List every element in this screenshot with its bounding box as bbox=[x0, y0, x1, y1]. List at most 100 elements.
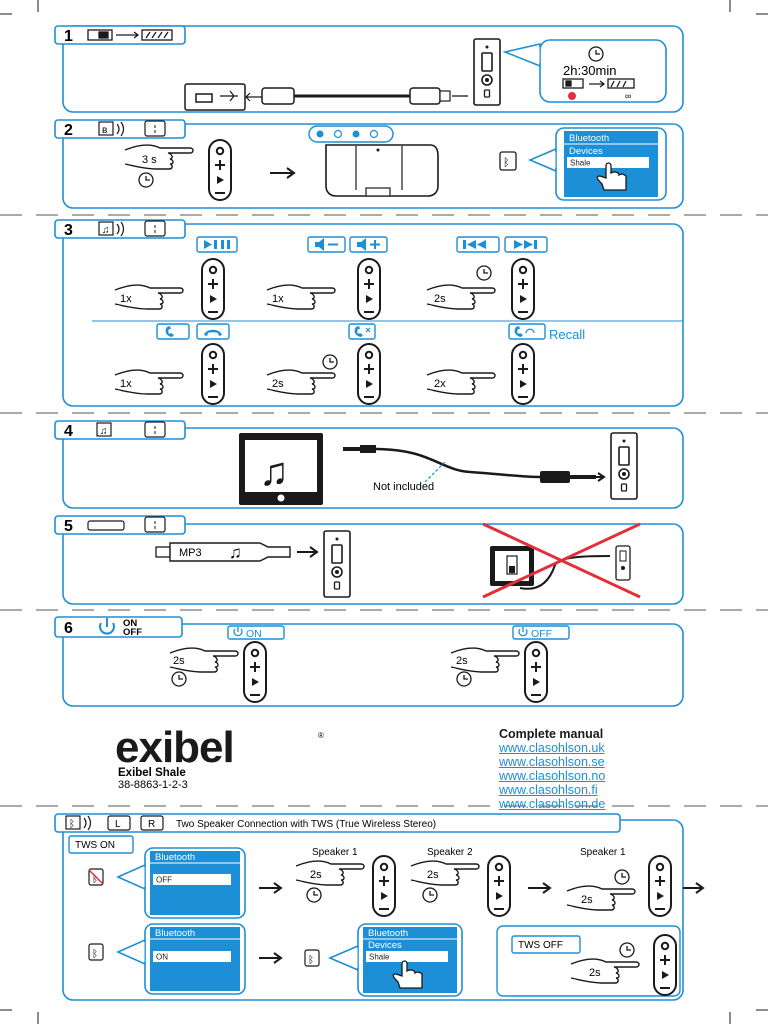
bluetooth-mode-icon: ʙ bbox=[98, 120, 166, 137]
bluetooth-mode-icon: ᛒ bbox=[65, 815, 92, 831]
bluetooth-on-panel: Bluetooth ON bbox=[150, 927, 240, 991]
svg-text:ON: ON bbox=[156, 953, 168, 962]
svg-text:ᛒ: ᛒ bbox=[92, 874, 98, 885]
reject-call-badge bbox=[348, 323, 376, 340]
svg-text:ᛒ: ᛒ bbox=[69, 819, 75, 830]
press-count: 1x bbox=[272, 293, 284, 305]
speaker-1-label: Speaker 1 bbox=[580, 847, 626, 858]
svg-text:♫: ♫ bbox=[102, 225, 110, 236]
article-number: 38-8863-1-2-3 bbox=[118, 779, 188, 791]
clock-icon bbox=[456, 671, 472, 687]
arrow-right-icon bbox=[270, 167, 296, 179]
power-icon bbox=[99, 618, 115, 635]
svg-text:Devices: Devices bbox=[569, 146, 603, 157]
tws-on-badge bbox=[68, 835, 134, 854]
hand-press-icon bbox=[124, 144, 194, 170]
section-2: 2 ʙ 3 s ᛒ bbox=[54, 119, 684, 209]
power-on-text: ON bbox=[123, 618, 137, 629]
bluetooth-off-icon: ᛒ bbox=[88, 868, 104, 886]
usb-cable-icon bbox=[184, 83, 468, 111]
press-count: 1x bbox=[120, 293, 132, 305]
bluetooth-icon: ᛒ bbox=[304, 949, 320, 967]
aux-mode-icon: ♫ bbox=[96, 421, 166, 438]
svg-text:ᛒ: ᛒ bbox=[308, 955, 314, 966]
bluetooth-devices-panel: Bluetooth Devices Shale bbox=[363, 927, 457, 993]
section-2-number: 2 bbox=[64, 122, 73, 139]
manual-link-uk[interactable]: www.clasohlson.uk bbox=[499, 741, 605, 755]
speaker-buttons-icon bbox=[201, 343, 225, 405]
manual-link-no[interactable]: www.clasohlson.no bbox=[499, 769, 606, 783]
press-count: 2x bbox=[434, 378, 446, 390]
speaker-buttons-icon bbox=[357, 343, 381, 405]
speaker-buttons-icon bbox=[487, 855, 511, 917]
hand-press-icon bbox=[570, 958, 640, 984]
volume-down-badge bbox=[307, 236, 346, 253]
speaker-side-icon bbox=[323, 530, 351, 598]
led-off-icon: ∞ bbox=[625, 91, 631, 101]
svg-text:Bluetooth: Bluetooth bbox=[569, 133, 609, 144]
section-3: 3 ♫ bbox=[54, 219, 684, 407]
speaker-buttons-icon bbox=[524, 641, 548, 703]
svg-text:ᛒ: ᛒ bbox=[503, 157, 510, 169]
phone-music-icon: ♫ bbox=[239, 433, 323, 505]
bluetooth-device-icon: ᛒ bbox=[499, 151, 517, 171]
svg-text:Bluetooth: Bluetooth bbox=[155, 928, 195, 939]
recall-label: Recall bbox=[549, 327, 585, 342]
not-supported-icon bbox=[482, 522, 641, 599]
hand-press-icon bbox=[410, 860, 480, 886]
manual-link-se[interactable]: www.clasohlson.se bbox=[499, 755, 605, 769]
bluetooth-icon: ᛒ bbox=[88, 943, 104, 961]
press-time: 2s bbox=[434, 293, 446, 305]
play-pause-badge bbox=[196, 236, 238, 253]
speaker-buttons-icon bbox=[648, 855, 672, 917]
section-6-number: 6 bbox=[64, 620, 73, 637]
svg-text:ʙ: ʙ bbox=[102, 125, 107, 136]
press-count: 1x bbox=[120, 378, 132, 390]
bluetooth-settings-panel: Bluetooth Devices Shale bbox=[564, 131, 658, 197]
speaker-buttons-icon bbox=[357, 258, 381, 320]
speaker-buttons-icon bbox=[208, 139, 232, 201]
svg-text:Shale: Shale bbox=[369, 953, 390, 962]
svg-text:ON: ON bbox=[246, 628, 262, 640]
right-speaker-label: R bbox=[148, 819, 155, 830]
section-4-number: 4 bbox=[64, 423, 73, 440]
red-led-icon bbox=[568, 92, 576, 100]
clock-icon bbox=[138, 172, 154, 188]
svg-text:Devices: Devices bbox=[368, 940, 402, 951]
manual-link-de[interactable]: www.clasohlson.de bbox=[499, 797, 606, 811]
speaker-buttons-icon bbox=[653, 934, 677, 996]
svg-text:Bluetooth: Bluetooth bbox=[155, 852, 195, 863]
clock-icon bbox=[476, 265, 492, 281]
music-mode-icon: ♫ bbox=[98, 220, 166, 237]
svg-text:OFF: OFF bbox=[531, 628, 552, 640]
speaker-buttons-icon bbox=[243, 641, 267, 703]
clock-icon bbox=[171, 671, 187, 687]
recall-badge bbox=[508, 323, 546, 340]
manual-link-fi[interactable]: www.clasohlson.fi bbox=[499, 783, 598, 797]
section-4: 4 ♫ ♫ Not included bbox=[54, 420, 684, 509]
dashed-separators bbox=[0, 214, 768, 807]
speaker-buttons-icon bbox=[511, 343, 535, 405]
svg-text:Shale: Shale bbox=[570, 159, 591, 168]
hand-press-icon bbox=[295, 860, 365, 886]
clock-icon bbox=[306, 887, 322, 903]
tws-on-label: TWS ON bbox=[75, 840, 115, 851]
tws-section: ᛒ L R Two Speaker Connection with TWS (T… bbox=[54, 813, 705, 1001]
section-5: 5 ♫ MP3 bbox=[54, 515, 684, 605]
usb-stick-icon: ♫ bbox=[155, 542, 319, 562]
usb-mode-icon bbox=[87, 516, 166, 533]
arrow-right-icon bbox=[259, 952, 283, 964]
hand-press-icon bbox=[566, 885, 636, 911]
aux-cable-icon bbox=[343, 445, 606, 483]
arrow-right-icon bbox=[683, 882, 705, 894]
speaker-front-icon bbox=[308, 125, 439, 197]
tws-off-label: TWS OFF bbox=[518, 940, 563, 951]
end-call-badge bbox=[196, 323, 230, 340]
not-included-label: Not included bbox=[373, 481, 434, 493]
svg-text:OFF: OFF bbox=[156, 876, 172, 885]
section-3-number: 3 bbox=[64, 222, 73, 239]
press-time: 2s bbox=[272, 378, 284, 390]
left-speaker-label: L bbox=[115, 819, 121, 830]
speaker-side-icon bbox=[473, 38, 501, 106]
